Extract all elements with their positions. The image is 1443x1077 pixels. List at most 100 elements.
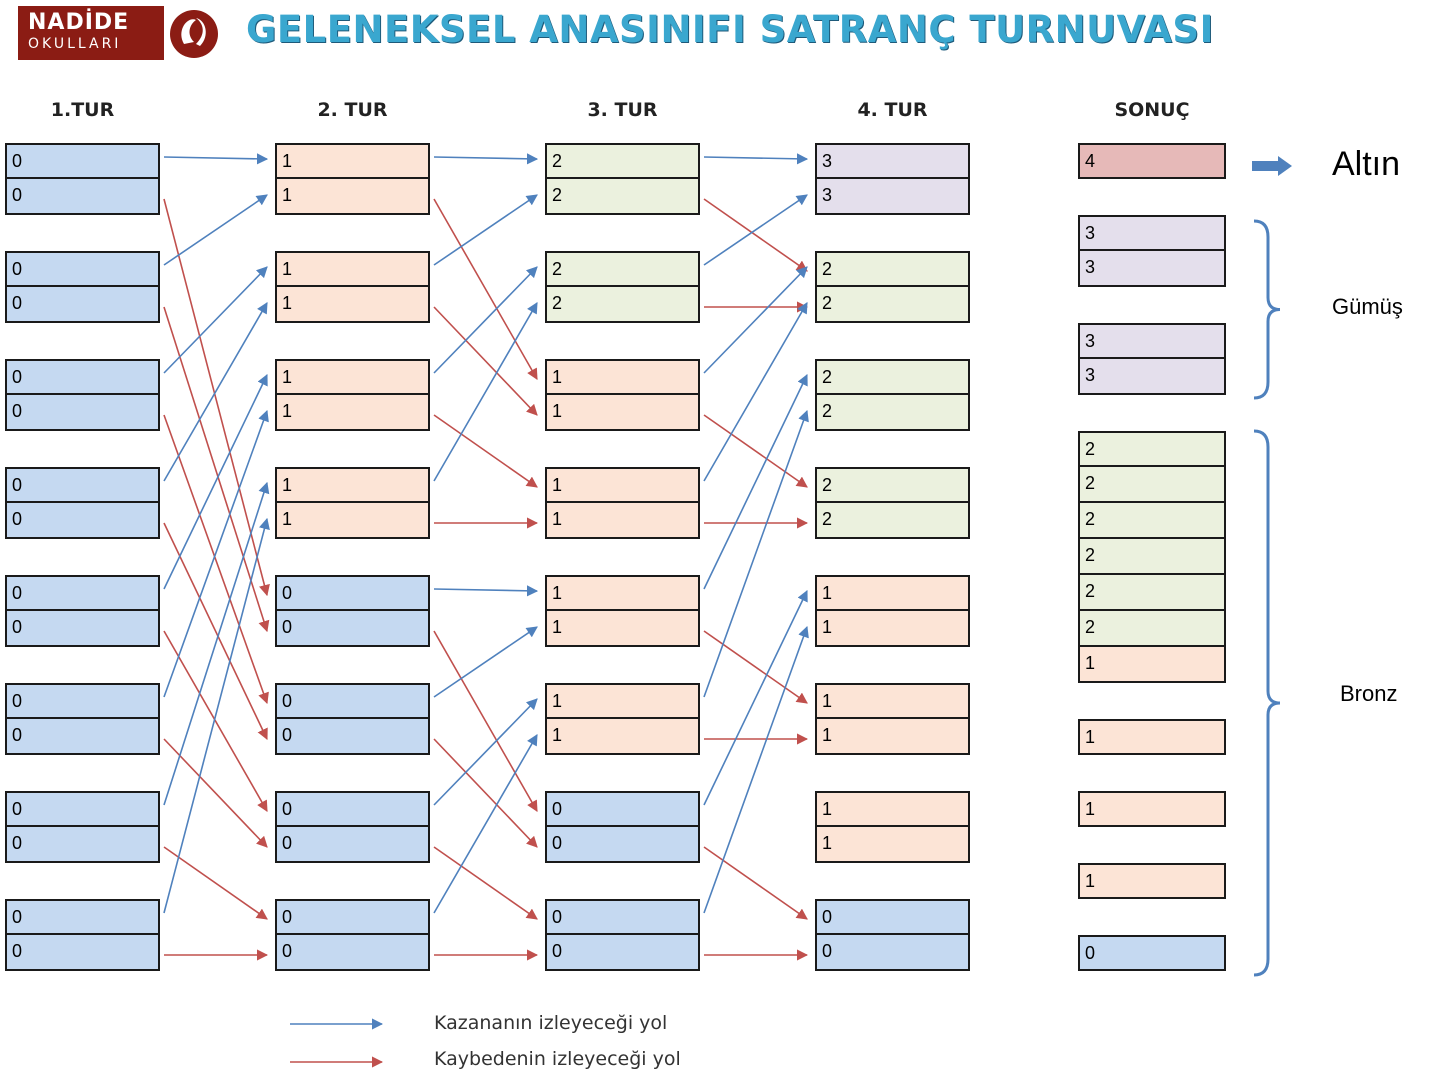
winner-path-arrow: [703, 373, 808, 590]
silver-brace-icon: [1253, 219, 1281, 400]
result-score-cell: 2: [1078, 611, 1226, 647]
legend-loser-label: Kaybedenin izleyeceği yol: [434, 1048, 681, 1070]
player-score-cell: 0: [275, 827, 430, 863]
player-score-cell: 1: [275, 467, 430, 503]
player-score-cell: 1: [815, 719, 970, 755]
winner-path-arrow: [163, 517, 270, 914]
loser-path-arrow: [163, 522, 268, 741]
result-score-cell: 1: [1078, 719, 1226, 755]
player-score-cell: 0: [545, 791, 700, 827]
loser-path-arrow: [703, 630, 808, 704]
player-score-cell: 1: [815, 575, 970, 611]
player-score-cell: 2: [815, 359, 970, 395]
loser-path-arrow: [163, 846, 268, 920]
player-score-cell: 1: [275, 143, 430, 179]
player-score-cell: 0: [5, 359, 160, 395]
player-score-cell: 1: [275, 503, 430, 539]
winner-path-arrow: [703, 266, 808, 374]
player-score-cell: 1: [815, 683, 970, 719]
loser-path-arrow: [703, 414, 808, 488]
result-score-cell: 1: [1078, 863, 1226, 899]
player-score-cell: 0: [545, 827, 700, 863]
player-score-cell: 1: [545, 467, 700, 503]
player-score-cell: 1: [545, 503, 700, 539]
player-score-cell: 0: [275, 899, 430, 935]
silver-label: Gümüş: [1332, 294, 1403, 319]
player-score-cell: 2: [815, 287, 970, 323]
loser-path-arrow: [433, 414, 538, 488]
player-score-cell: 0: [275, 575, 430, 611]
player-score-cell: 2: [815, 503, 970, 539]
result-score-cell: 4: [1078, 143, 1226, 179]
legend-winner-label: Kazananın izleyeceği yol: [434, 1012, 668, 1034]
logo-brand-text: NADİDE: [28, 10, 130, 35]
player-score-cell: 1: [275, 359, 430, 395]
result-score-cell: 2: [1078, 539, 1226, 575]
winner-path-arrow: [433, 734, 538, 914]
loser-path-arrow: [703, 846, 808, 920]
winner-path-arrow: [433, 698, 538, 806]
winner-path-arrow: [433, 585, 539, 597]
loser-path-arrow: [163, 414, 269, 705]
player-score-cell: 1: [815, 791, 970, 827]
player-score-cell: 0: [5, 827, 160, 863]
round-header: 1.TUR: [50, 99, 115, 121]
logo-brand-subtext: OKULLARI: [28, 36, 122, 52]
loser-path-arrow: [433, 306, 538, 416]
player-score-cell: 1: [545, 575, 700, 611]
player-score-cell: 0: [5, 611, 160, 647]
player-score-cell: 3: [815, 143, 970, 179]
player-score-cell: 1: [275, 395, 430, 431]
player-score-cell: 0: [275, 611, 430, 647]
winner-path-arrow: [433, 626, 538, 698]
result-score-cell: 1: [1078, 791, 1226, 827]
result-score-cell: 0: [1078, 935, 1226, 971]
player-score-cell: 1: [545, 611, 700, 647]
player-score-cell: 2: [545, 143, 700, 179]
player-score-cell: 0: [5, 395, 160, 431]
player-score-cell: 0: [545, 935, 700, 971]
player-score-cell: 0: [815, 899, 970, 935]
player-score-cell: 0: [5, 899, 160, 935]
winner-path-arrow: [433, 266, 538, 374]
result-score-cell: 3: [1078, 215, 1226, 251]
round-header: SONUÇ: [1114, 99, 1190, 121]
player-score-cell: 1: [545, 683, 700, 719]
winner-path-arrow: [163, 481, 270, 806]
winner-path-arrow: [163, 302, 268, 482]
player-score-cell: 2: [545, 287, 700, 323]
player-score-cell: 1: [275, 179, 430, 215]
player-score-cell: 2: [815, 467, 970, 503]
player-score-cell: 0: [5, 575, 160, 611]
loser-path-arrow: [163, 630, 268, 812]
result-score-cell: 2: [1078, 575, 1226, 611]
player-score-cell: 1: [815, 827, 970, 863]
player-score-cell: 0: [815, 935, 970, 971]
bronze-brace-icon: [1253, 429, 1281, 977]
player-score-cell: 1: [275, 287, 430, 323]
winner-path-arrow: [163, 153, 269, 165]
player-score-cell: 0: [5, 719, 160, 755]
loser-path-arrow: [703, 198, 808, 272]
loser-path-arrow: [163, 198, 270, 597]
result-score-cell: 3: [1078, 359, 1226, 395]
result-score-cell: 3: [1078, 251, 1226, 287]
player-score-cell: 2: [545, 179, 700, 215]
winner-path-arrow: [703, 153, 809, 165]
result-score-cell: 2: [1078, 503, 1226, 539]
loser-path-arrow: [433, 846, 538, 920]
bronze-label: Bronz: [1340, 681, 1398, 706]
loser-path-arrow: [163, 738, 268, 848]
player-score-cell: 0: [5, 143, 160, 179]
round-header: 3. TUR: [587, 99, 658, 121]
player-score-cell: 3: [815, 179, 970, 215]
player-score-cell: 0: [5, 935, 160, 971]
loser-path-arrow: [433, 198, 538, 380]
player-score-cell: 0: [275, 791, 430, 827]
player-score-cell: 1: [815, 611, 970, 647]
winner-path-arrow: [433, 153, 539, 165]
winner-path-arrow: [433, 194, 538, 266]
player-score-cell: 0: [5, 791, 160, 827]
loser-path-arrow: [163, 306, 270, 633]
